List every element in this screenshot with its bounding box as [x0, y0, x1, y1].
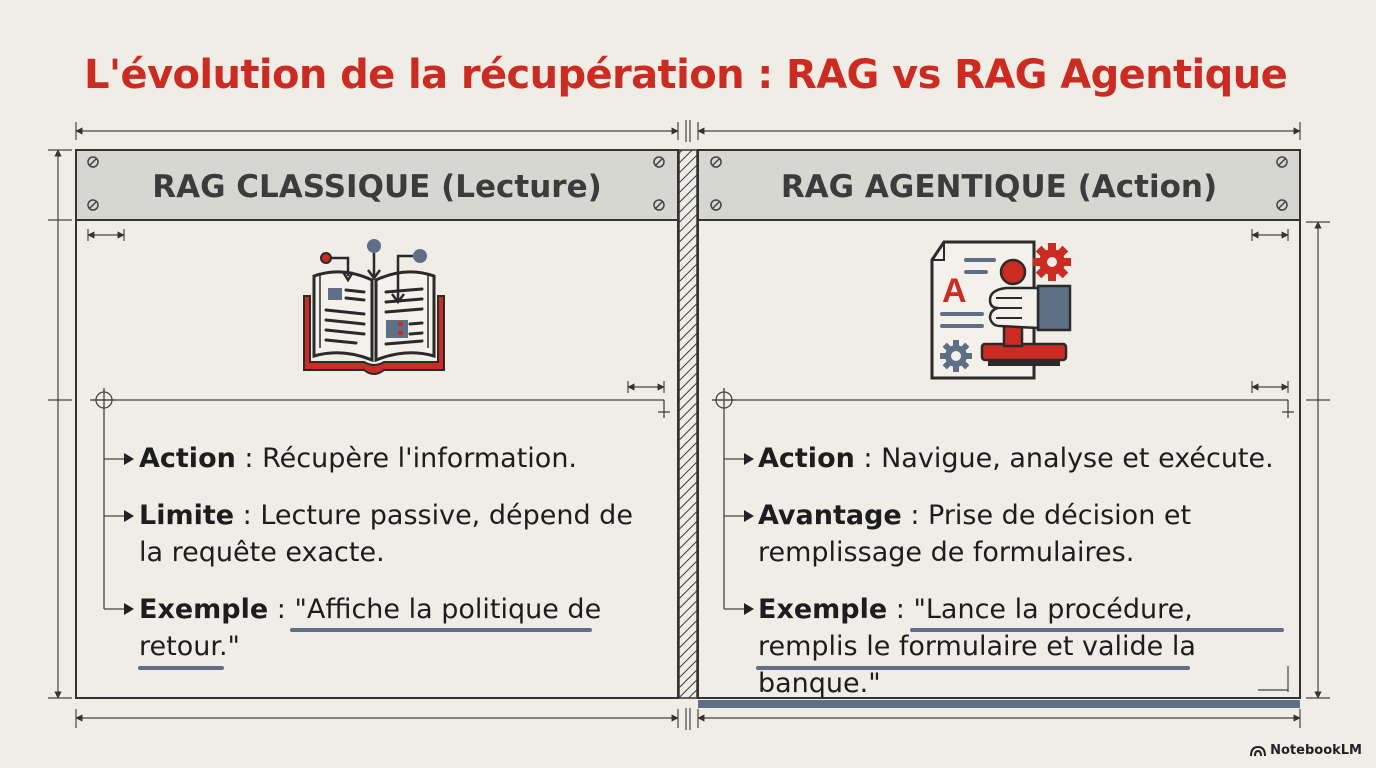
agentic-item-advantage: Avantage : Prise de décision et rempliss… — [758, 497, 1294, 571]
notebooklm-brand: NotebookLM — [1250, 743, 1362, 758]
item-separator: : — [234, 500, 261, 531]
item-separator: : — [901, 500, 929, 531]
classic-item-example: Exemple : "Affiche la politique de retou… — [139, 591, 659, 665]
brand-name: NotebookLM — [1270, 743, 1362, 758]
agentic-item-example: Exemple : "Lance la procédure, remplis l… — [758, 591, 1294, 702]
svg-text:A: A — [942, 272, 967, 310]
item-label: Action — [758, 443, 855, 474]
classic-item-action: Action : Récupère l'information. — [139, 440, 659, 477]
item-text: Prise de décision et remplissage de form… — [758, 500, 1192, 568]
document-stamp-gear-icon: A — [930, 240, 1072, 380]
item-label: Exemple — [139, 594, 269, 625]
item-text: "Lance la procédure, remplis le formulai… — [758, 594, 1196, 699]
page-title: L'évolution de la récupération : RAG vs … — [84, 52, 1288, 98]
item-label: Action — [139, 443, 236, 474]
item-separator: : — [887, 594, 914, 625]
item-label: Avantage — [758, 500, 902, 531]
agentic-item-action: Action : Navigue, analyse et exécute. — [758, 440, 1294, 477]
item-text: Récupère l'information. — [262, 443, 578, 474]
item-text: "Affiche la politique de retour." — [139, 594, 602, 662]
item-separator: : — [235, 443, 263, 474]
item-text: Navigue, analyse et exécute. — [881, 443, 1274, 474]
item-text: Lecture passive, dépend de la requête ex… — [139, 500, 633, 568]
notebooklm-logo-icon — [1250, 745, 1267, 756]
item-label: Limite — [139, 500, 235, 531]
item-separator: : — [268, 594, 295, 625]
panel-title-classic: RAG CLASSIQUE (Lecture) — [152, 169, 602, 205]
open-book-icon — [303, 239, 445, 375]
item-label: Exemple — [758, 594, 888, 625]
panel-title-agentic: RAG AGENTIQUE (Action) — [780, 169, 1218, 205]
classic-item-limit: Limite : Lecture passive, dépend de la r… — [139, 497, 659, 571]
item-separator: : — [854, 443, 882, 474]
